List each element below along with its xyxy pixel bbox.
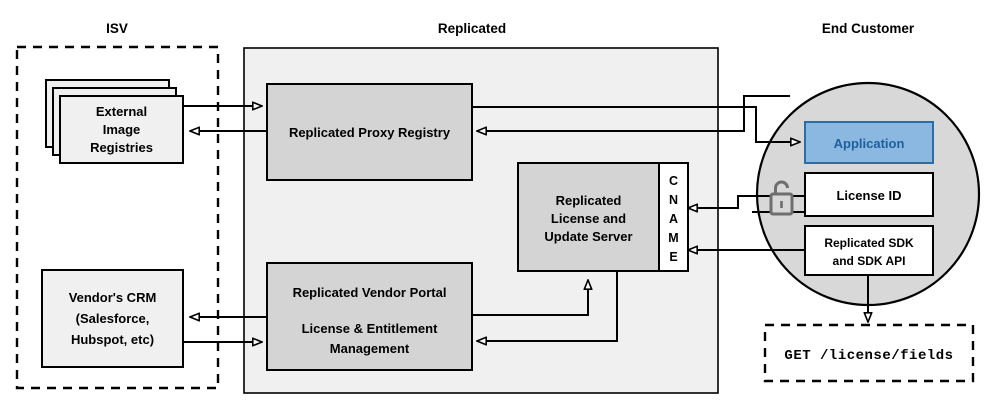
replicated-sdk-node[interactable]: Replicated SDK and SDK API (804, 225, 934, 276)
replicated-license-update-server-label-1: Replicated (556, 193, 622, 208)
vendors-crm-label-1: Vendor's CRM (69, 290, 157, 305)
isv-region (15, 45, 220, 390)
vendors-crm-box (41, 269, 184, 368)
unlock-icon (769, 180, 794, 216)
license-id-node[interactable]: License ID (804, 172, 934, 217)
cname-letter-e: E (669, 250, 677, 264)
application-node[interactable]: Application (804, 121, 934, 164)
cname-letter-n: N (669, 193, 678, 207)
connector-proxy-to-application (472, 106, 800, 142)
license-fields-request-label: GET /license/fields (784, 348, 953, 364)
replicated-proxy-registry-node[interactable]: Replicated Proxy Registry (266, 83, 473, 181)
external-image-registries-node[interactable]: External Image Registries (45, 79, 184, 164)
external-image-registries-label-2: Image (103, 122, 141, 137)
connector-application-to-proxy (477, 95, 790, 131)
cname-letter-a: A (669, 212, 678, 226)
replicated-vendor-portal-box (266, 262, 473, 371)
replicated-proxy-registry-box (266, 83, 473, 181)
unlock-icon-shackle (774, 180, 789, 194)
license-fields-request-box (763, 323, 975, 383)
cname-sidebar-strip (658, 162, 689, 272)
replicated-sdk-box (804, 225, 934, 276)
license-id-box (804, 172, 934, 217)
replicated-vendor-portal-label-2: License & Entitlement (302, 321, 438, 336)
group-title-end-customer: End Customer (822, 21, 915, 36)
cname-letter-m: M (668, 231, 678, 245)
application-label: Application (834, 136, 905, 151)
connector-portal-to-license-server (472, 280, 588, 316)
replicated-license-update-server-label-2: License and (551, 211, 626, 226)
external-image-registries-stack-front (59, 95, 184, 164)
replicated-sdk-label-1: Replicated SDK (824, 236, 914, 250)
replicated-license-update-server-node[interactable]: Replicated License and Update Server (517, 162, 660, 272)
replicated-vendor-portal-label-3: Management (330, 341, 410, 356)
license-id-label: License ID (836, 188, 901, 203)
replicated-license-update-server-box (517, 162, 660, 272)
application-box (804, 121, 934, 164)
connector-license-server-to-portal (477, 271, 618, 341)
cname-sidebar[interactable]: C N A M E (658, 162, 689, 272)
external-image-registries-label-1: External (96, 104, 147, 119)
group-title-isv: ISV (106, 21, 128, 36)
replicated-vendor-portal-label-1: Replicated Vendor Portal (293, 285, 447, 300)
vendors-crm-label-3: Hubspot, etc) (71, 332, 154, 347)
replicated-sdk-label-2: and SDK API (833, 254, 906, 268)
replicated-vendor-portal-node[interactable]: Replicated Vendor Portal License & Entit… (266, 262, 473, 371)
group-title-replicated: Replicated (438, 21, 506, 36)
replicated-license-update-server-label-3: Update Server (544, 229, 632, 244)
external-image-registries-label-3: Registries (90, 140, 153, 155)
license-fields-request-node: GET /license/fields (763, 323, 975, 383)
replicated-proxy-registry-label: Replicated Proxy Registry (289, 125, 451, 140)
cname-letter-c: C (669, 174, 678, 188)
unlock-icon-body (769, 192, 794, 216)
vendors-crm-label-2: (Salesforce, (76, 311, 150, 326)
connector-licenseid-to-cname (688, 195, 770, 208)
vendors-crm-node[interactable]: Vendor's CRM (Salesforce, Hubspot, etc) (41, 269, 184, 368)
